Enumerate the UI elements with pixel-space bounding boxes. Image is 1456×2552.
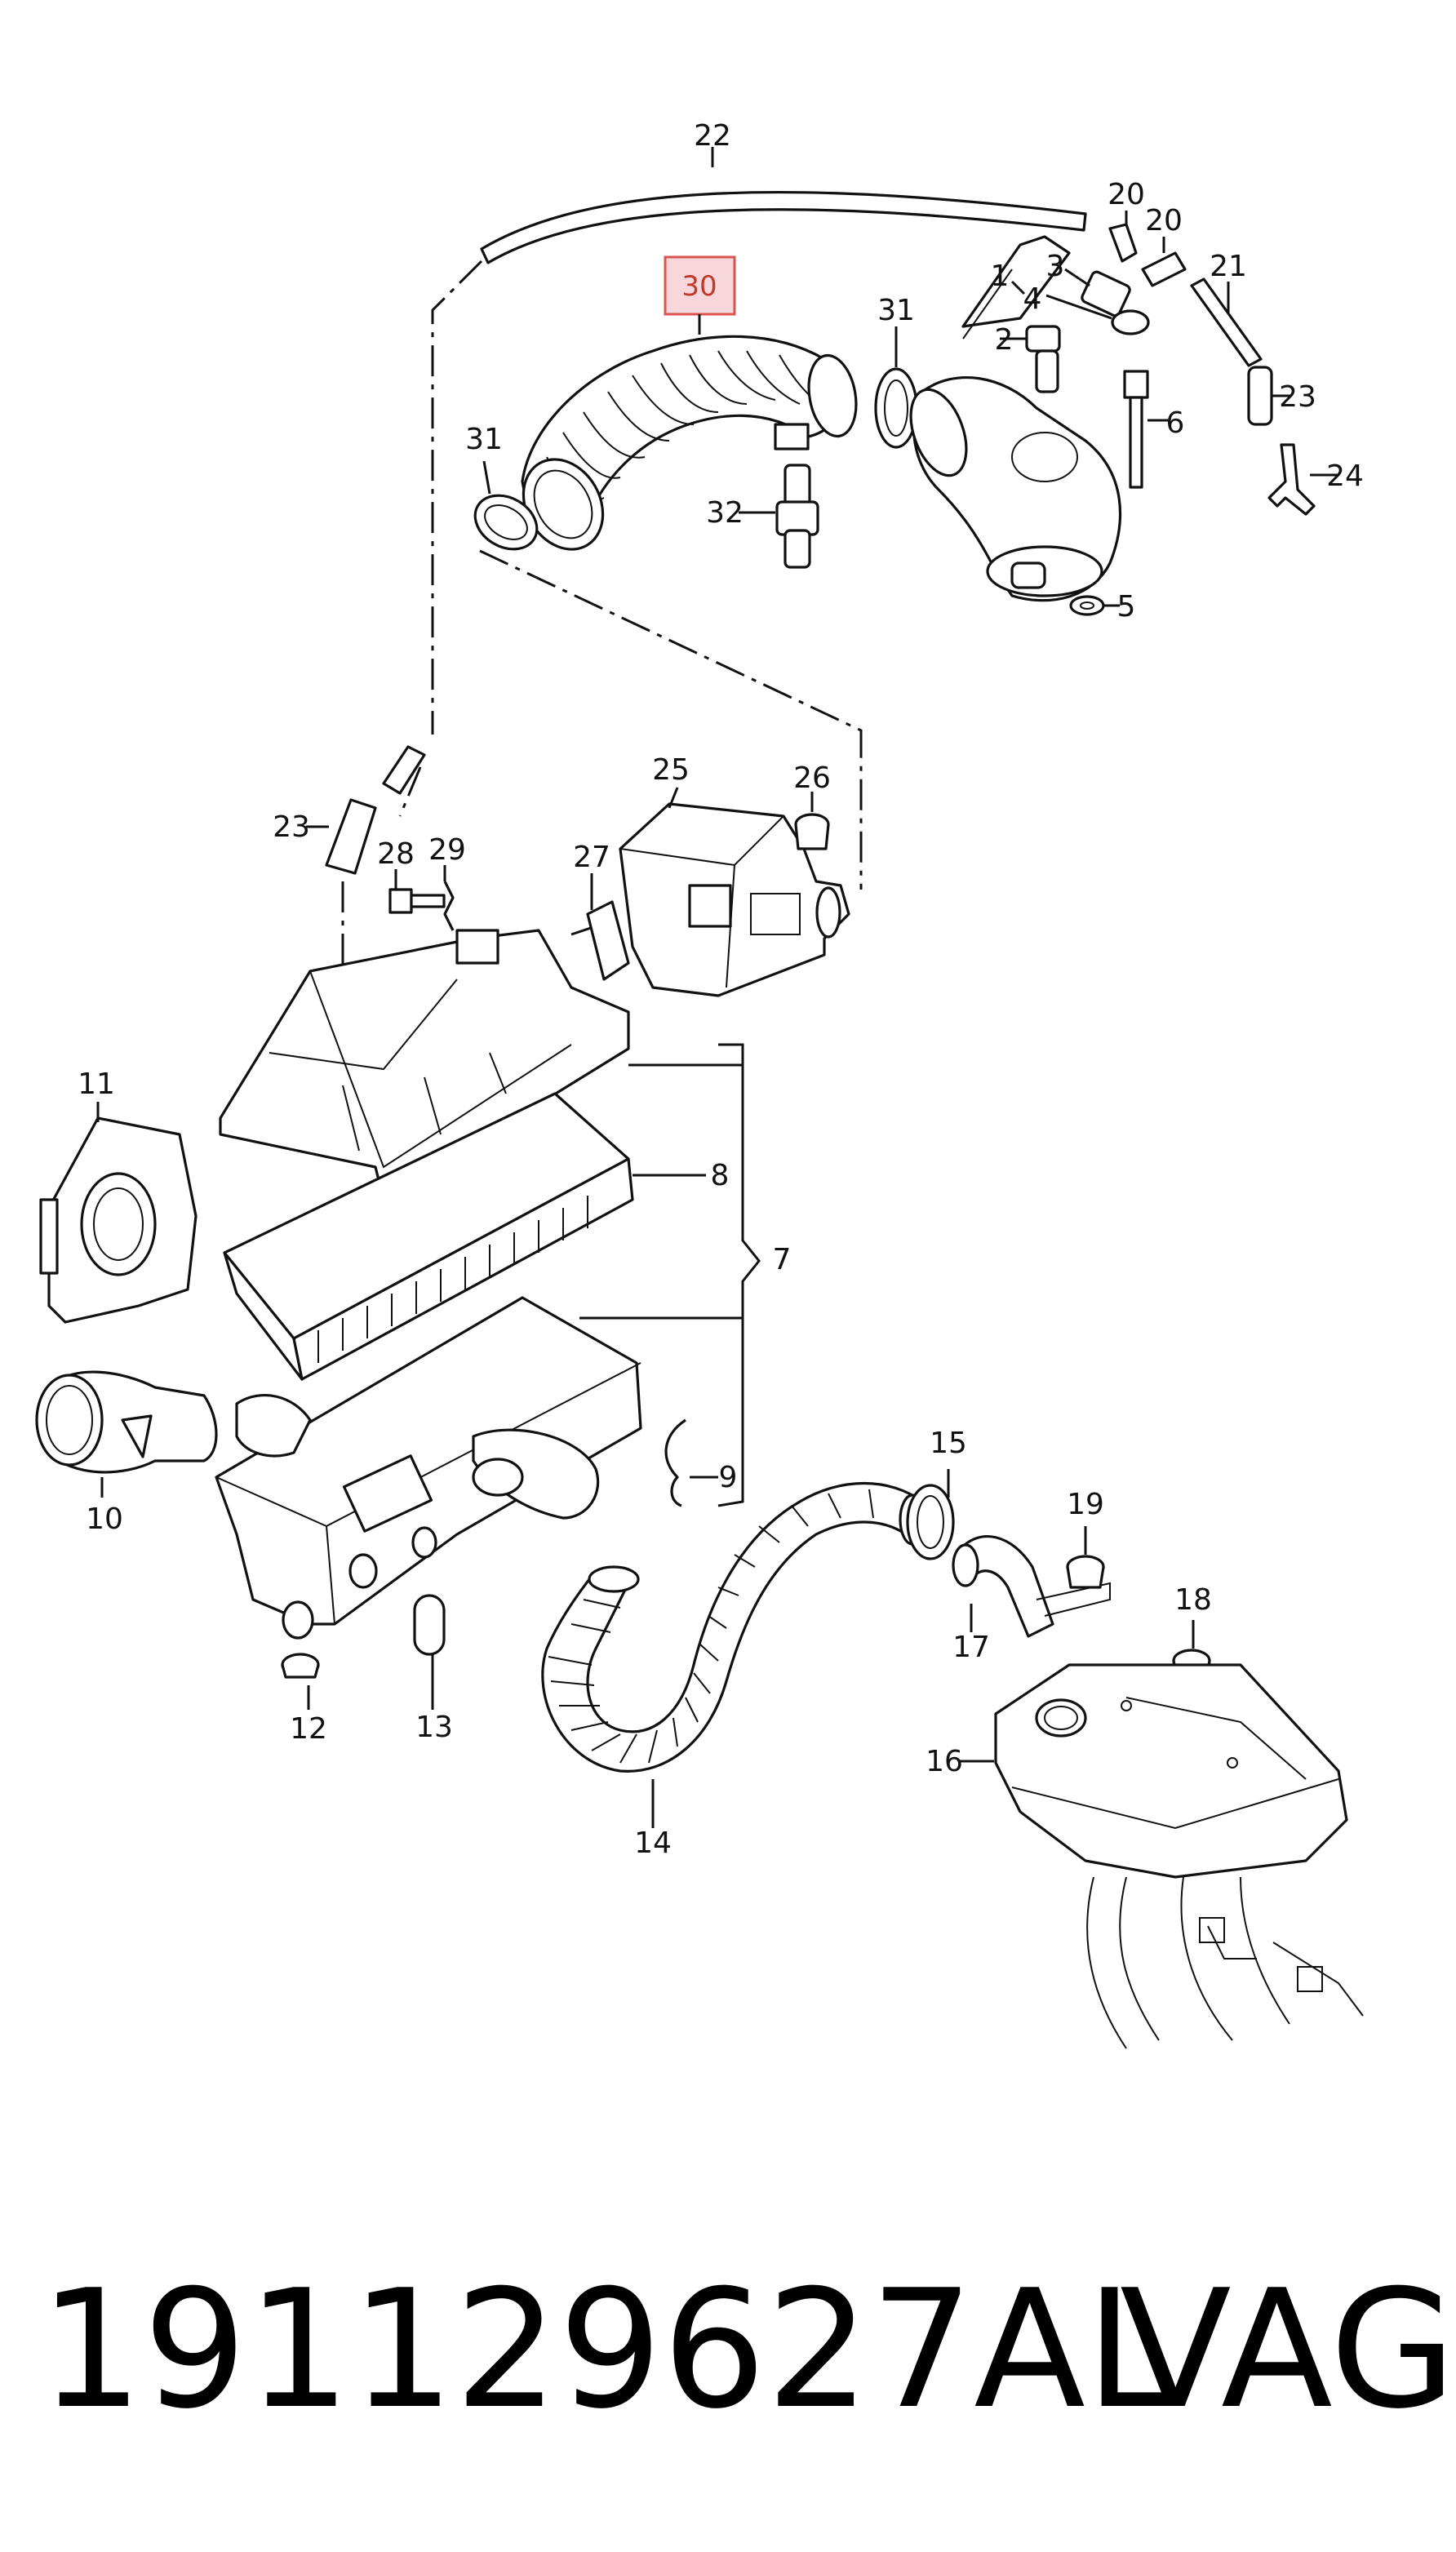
highlight-box-30 — [664, 255, 736, 316]
gasket-3 — [1064, 268, 1131, 317]
pipe-17 — [952, 1535, 1111, 1638]
intake-elbow-1 — [909, 235, 1122, 602]
callout-4: 4 — [1023, 282, 1042, 316]
cap-26 — [794, 792, 830, 850]
callout-20b: 20 — [1145, 204, 1183, 237]
callout-2: 2 — [995, 323, 1014, 357]
corrugated-hose-14 — [541, 1482, 926, 1828]
brand-name: VAG — [1120, 2255, 1456, 2445]
callout-27: 27 — [573, 841, 610, 874]
intake-manifold — [1086, 1876, 1364, 2049]
callout-30: 30 — [681, 270, 717, 303]
callout-14: 14 — [634, 1826, 672, 1860]
callout-13: 13 — [415, 1711, 453, 1744]
callout-5: 5 — [1117, 590, 1136, 624]
bolt-6 — [1123, 370, 1169, 489]
callout-6: 6 — [1166, 406, 1185, 440]
intake-plenum-16 — [959, 1663, 1348, 1879]
clip-9 — [664, 1418, 718, 1507]
exploded-view-drawing: 2220202113426232453031313225262328292711… — [35, 119, 1364, 2049]
callout-18: 18 — [1174, 1583, 1212, 1617]
callout-15: 15 — [930, 1427, 967, 1460]
hose-23-left — [306, 745, 426, 875]
callout-24: 24 — [1326, 459, 1364, 493]
air-filter-element-8 — [223, 1092, 706, 1381]
valve-32 — [739, 464, 819, 569]
callout-9: 9 — [719, 1461, 738, 1494]
grommet-13 — [413, 1594, 446, 1710]
hose-23-upper — [1247, 366, 1291, 426]
callout-28: 28 — [377, 837, 415, 871]
callout-10: 10 — [86, 1502, 123, 1536]
callout-19: 19 — [1067, 1488, 1104, 1521]
callout-11: 11 — [78, 1067, 115, 1101]
callout-1: 1 — [991, 260, 1010, 293]
hose-20-upper — [1108, 211, 1138, 263]
nut-12 — [281, 1653, 320, 1710]
clip-29 — [443, 865, 455, 931]
callout-23b: 23 — [273, 810, 310, 844]
hose-21 — [1190, 277, 1263, 367]
hose-22 — [480, 190, 1087, 264]
hose-clamp-31-right — [874, 326, 918, 449]
air-flow-meter-25 — [619, 787, 850, 997]
callout-26: 26 — [793, 761, 831, 795]
hose-clamp-31-left — [473, 460, 539, 551]
callout-31a: 31 — [877, 294, 915, 327]
intake-duct-10 — [35, 1370, 312, 1498]
hose-connector-24 — [1267, 443, 1338, 516]
callout-3: 3 — [1046, 250, 1065, 283]
callout-25: 25 — [652, 753, 690, 787]
nut-19 — [1066, 1526, 1105, 1589]
bolt-28 — [388, 869, 446, 914]
hose-clamp-15 — [906, 1469, 955, 1560]
callout-12: 12 — [290, 1712, 327, 1746]
washer-5 — [1069, 595, 1120, 616]
callout-32: 32 — [706, 496, 744, 530]
cover-11 — [39, 1102, 198, 1324]
part-number: 191129627AL — [39, 2255, 1177, 2445]
intake-hose-30 — [521, 335, 858, 551]
air-filter-upper-housing — [219, 929, 743, 1201]
callout-8: 8 — [711, 1159, 730, 1192]
callout-7: 7 — [773, 1243, 792, 1276]
callout-21: 21 — [1210, 250, 1247, 283]
gasket-27 — [586, 873, 630, 981]
callout-20a: 20 — [1108, 178, 1145, 211]
callout-31b: 31 — [465, 423, 503, 456]
air-filter-lower-housing — [215, 1296, 642, 1640]
callout-16: 16 — [926, 1745, 963, 1778]
gasket-4 — [1045, 294, 1150, 335]
bracket-7 — [579, 1043, 761, 1507]
leader-lines — [711, 147, 1026, 295]
callout-17: 17 — [952, 1631, 990, 1664]
valve-2 — [1000, 325, 1061, 393]
callout-23a: 23 — [1279, 380, 1316, 414]
hose-20-lower — [1141, 237, 1187, 287]
callout-29: 29 — [428, 833, 466, 867]
